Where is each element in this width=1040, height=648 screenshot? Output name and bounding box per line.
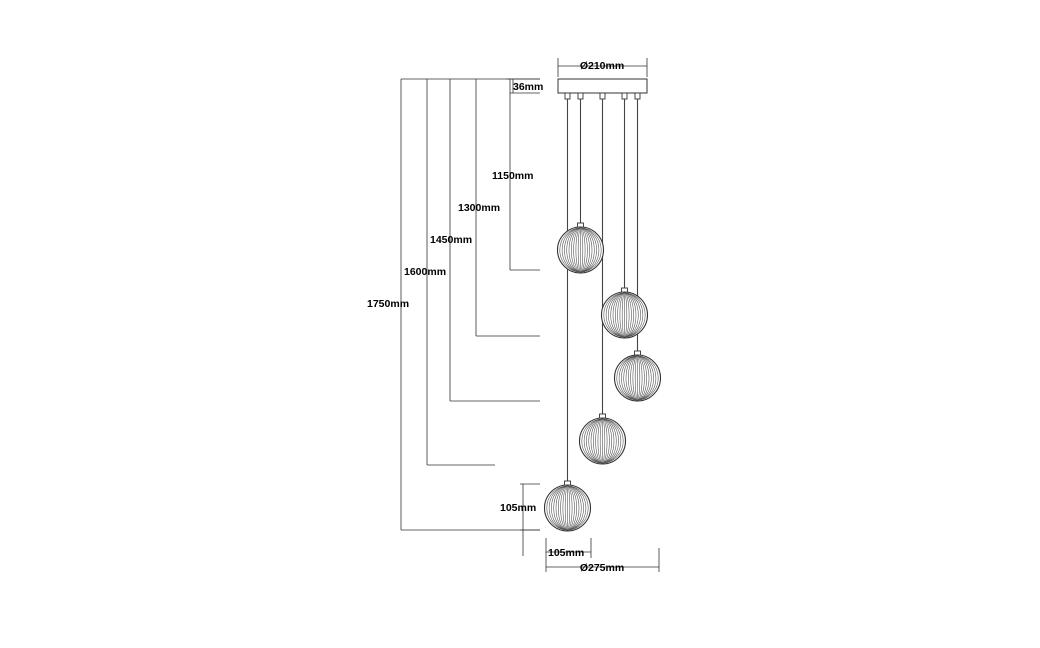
shade-4 bbox=[578, 413, 627, 465]
drop-1600-label: 1600mm bbox=[404, 266, 446, 278]
drop-1450-dimension: 1450mm bbox=[430, 79, 540, 402]
drop-1750-dimension: 1750mm bbox=[367, 79, 540, 531]
shade-width-dimension: 105mm bbox=[545, 538, 592, 572]
overall-diameter-dimension: Ø275mm bbox=[546, 548, 660, 574]
canopy-height-label: 36mm bbox=[513, 81, 543, 93]
drop-1600-dimension: 1600mm bbox=[404, 79, 495, 466]
canopy-height-dimension: 36mm bbox=[506, 78, 543, 94]
canopy-diameter-dimension: Ø210mm bbox=[557, 58, 648, 77]
canopy-diameter-label: Ø210mm bbox=[580, 60, 624, 72]
shade-width-label: 105mm bbox=[548, 547, 584, 559]
shade-1 bbox=[556, 222, 605, 274]
shade-3 bbox=[613, 350, 662, 402]
shade-height-dimension: 105mm bbox=[500, 483, 540, 556]
drop-1750-label: 1750mm bbox=[367, 298, 409, 310]
shade-2 bbox=[600, 287, 649, 339]
canopy bbox=[557, 78, 648, 100]
drop-1450-label: 1450mm bbox=[430, 234, 472, 246]
drop-1300-label: 1300mm bbox=[458, 202, 500, 214]
overall-diameter-label: Ø275mm bbox=[580, 562, 624, 574]
drop-1150-label: 1150mm bbox=[492, 170, 533, 182]
drop-1150-dimension: 1150mm bbox=[492, 79, 540, 271]
drop-1300-dimension: 1300mm bbox=[458, 79, 540, 337]
shade-height-label: 105mm bbox=[500, 502, 536, 514]
shade-5 bbox=[543, 480, 592, 532]
pendant-shades bbox=[543, 222, 662, 532]
